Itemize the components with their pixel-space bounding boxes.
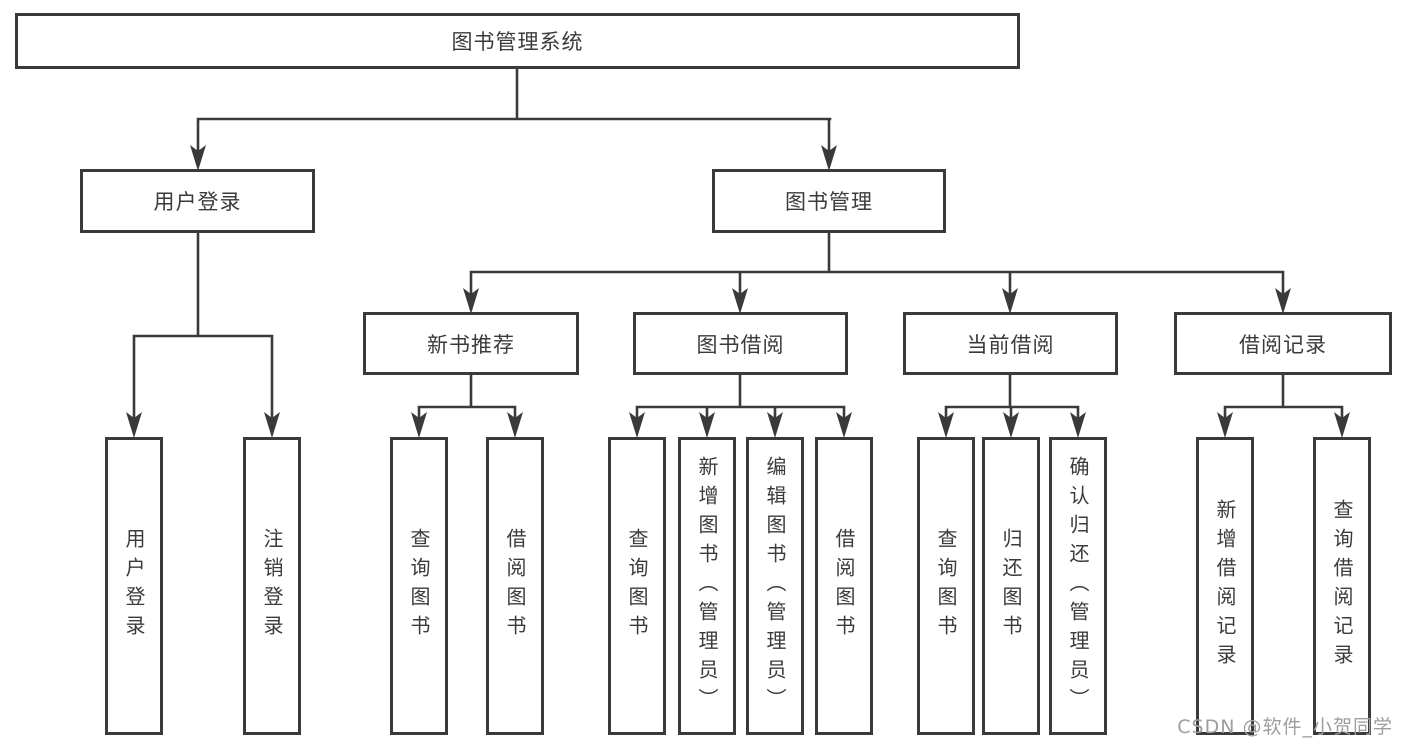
leaf-current-query-books: 查询图书 <box>917 437 975 735</box>
leaf-record-query: 查询借阅记录 <box>1313 437 1371 735</box>
leaf-current-confirm-return-admin: 确认归还（管理员） <box>1049 437 1107 735</box>
leaf-logout: 注销登录 <box>243 437 301 735</box>
node-user-login: 用户登录 <box>80 169 315 233</box>
connector-lines <box>132 67 1344 420</box>
leaf-recommend-borrow-books: 借阅图书 <box>486 437 544 735</box>
watermark: CSDN @软件_小贺同学 <box>1177 716 1393 738</box>
node-current-borrow: 当前借阅 <box>903 312 1118 375</box>
leaf-recommend-query-books: 查询图书 <box>390 437 448 735</box>
node-new-book-recommend: 新书推荐 <box>363 312 579 375</box>
leaf-borrow-borrow-books: 借阅图书 <box>815 437 873 735</box>
leaf-user-login: 用户登录 <box>105 437 163 735</box>
leaf-borrow-edit-books-admin: 编辑图书（管理员） <box>746 437 804 735</box>
node-borrow-record: 借阅记录 <box>1174 312 1392 375</box>
node-book-borrow: 图书借阅 <box>633 312 848 375</box>
node-root: 图书管理系统 <box>15 13 1020 69</box>
leaf-borrow-add-books-admin: 新增图书（管理员） <box>678 437 736 735</box>
leaf-current-return-books: 归还图书 <box>982 437 1040 735</box>
leaf-record-add: 新增借阅记录 <box>1196 437 1254 735</box>
leaf-borrow-query-books: 查询图书 <box>608 437 666 735</box>
node-book-management: 图书管理 <box>712 169 946 233</box>
